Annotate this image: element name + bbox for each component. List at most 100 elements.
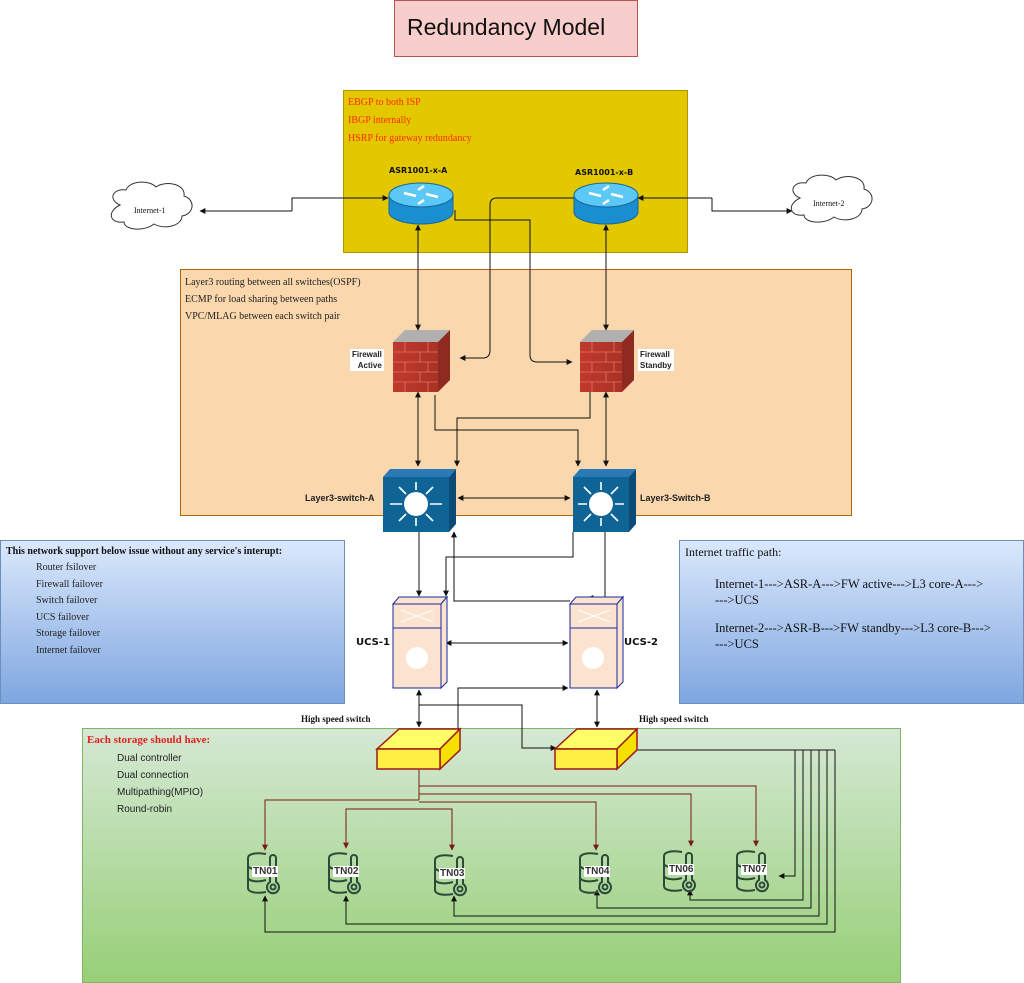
router-label-asr-a: ASR1001-x-A xyxy=(389,166,448,175)
storage-requirement: Multipathing(MPIO) xyxy=(117,787,204,798)
link-l3-b-ucs-1 xyxy=(443,532,574,597)
ucs-2[interactable] xyxy=(568,595,625,690)
thermometer-bulb xyxy=(601,883,609,891)
thermometer-bulb xyxy=(685,881,693,889)
edge-note: HSRP for gateway redundancy xyxy=(348,133,472,144)
traffic-heading: Internet traffic path: xyxy=(685,545,782,559)
link-asr-b-internet2 xyxy=(711,198,793,214)
cloud-icon xyxy=(110,181,193,230)
link-hs-1-tn01 xyxy=(262,799,419,851)
firewall-active[interactable] xyxy=(393,330,450,392)
storage-requirement: Round-robin xyxy=(117,804,173,815)
link-asr-b-fw-active xyxy=(459,197,574,361)
router-icon xyxy=(573,182,639,225)
thermometer-icon xyxy=(347,854,361,895)
hs-switch-2[interactable] xyxy=(553,727,639,771)
cloud-internet-1 xyxy=(110,181,193,230)
link-hs-2-tn06 xyxy=(687,750,804,901)
thermometer-icon xyxy=(682,852,696,893)
cloud-label-internet-2: Internet-2 xyxy=(813,199,845,208)
failover-item: Switch failover xyxy=(36,595,98,606)
link-hs-2-tn07 xyxy=(778,750,796,879)
firewall-icon xyxy=(580,330,634,392)
link-hs-1-tn07 xyxy=(419,785,759,847)
l3-switch-icon xyxy=(383,469,456,532)
link-hs-1-tn06 xyxy=(419,793,694,847)
thermometer-bulb xyxy=(758,881,766,889)
failover-note xyxy=(0,540,345,704)
failover-item: Router fsilover xyxy=(36,562,97,573)
failover-item: UCS failover xyxy=(36,611,90,623)
storage-node-label: TN07 xyxy=(741,864,768,875)
link-hs-2-tn02 xyxy=(343,750,828,925)
hs-switch-icon xyxy=(375,727,462,771)
link-ucs-1-hs-2 xyxy=(419,704,557,751)
router-icon xyxy=(388,182,454,225)
title-text: Redundancy Model xyxy=(407,14,606,40)
link-hs-2-tn03 xyxy=(451,750,820,917)
edge-zone xyxy=(343,90,688,253)
l3-switch-b[interactable] xyxy=(573,469,636,532)
diagram-title: Redundancy Model xyxy=(394,0,638,57)
core-note: VPC/MLAG between each switch pair xyxy=(185,311,340,322)
storage-node-label: TN02 xyxy=(333,866,360,877)
traffic-path-1: Internet-1--->ASR-A--->FW active--->L3 c… xyxy=(715,577,984,607)
ucs-chassis-icon xyxy=(568,595,625,690)
thermometer-icon xyxy=(266,854,280,895)
traffic-path-2: Internet-2--->ASR-B--->FW standby--->L3 … xyxy=(715,621,991,651)
router-label-asr-b: ASR1001-x-B xyxy=(575,168,634,177)
core-notes: Layer3 routing between all switches(OSPF… xyxy=(185,274,361,325)
storage-heading: Each storage should have: xyxy=(87,734,211,746)
l3-switch-label-b: Layer3-Switch-B xyxy=(640,493,711,503)
link-hs-2-tn01 xyxy=(262,750,836,933)
storage-requirement: Dual controller xyxy=(117,753,182,764)
edge-note: EBGP to both ISP xyxy=(348,97,421,108)
cloud-icon xyxy=(790,174,873,223)
thermometer-bulb xyxy=(269,883,277,891)
firewall-label-standby: Firewall Standby xyxy=(638,349,674,371)
hs-switch-icon xyxy=(553,727,639,771)
storage-node-label: TN04 xyxy=(584,866,611,877)
traffic-path-note xyxy=(679,540,1024,704)
link-hs-1-tn03 xyxy=(419,808,455,851)
failover-item: Internet failover xyxy=(36,644,101,656)
thermometer-bulb xyxy=(456,885,464,893)
firewall-label-active: Firewall Active xyxy=(350,349,384,371)
core-note: Layer3 routing between all switches(OSPF… xyxy=(185,277,361,288)
firewall-icon xyxy=(393,330,450,392)
l3-switch-label-a: Layer3-switch-A xyxy=(305,493,375,503)
link-fw-active-l3-b xyxy=(434,395,581,467)
failover-item: Firewall failover xyxy=(36,578,103,590)
thermometer-icon xyxy=(453,856,467,897)
failover-heading: This network support below issue without… xyxy=(6,546,283,557)
ucs-label-1: UCS-1 xyxy=(356,637,390,648)
thermometer-icon xyxy=(598,854,612,895)
link-ucs-2-l3-a xyxy=(451,531,570,602)
cloud-internet-2 xyxy=(790,174,873,223)
storage-node-label: TN06 xyxy=(668,864,695,875)
l3-switch-a[interactable] xyxy=(383,469,456,532)
l3-switch-icon xyxy=(573,469,636,532)
traffic-paths: Internet-1--->ASR-A--->FW active--->L3 c… xyxy=(715,576,991,652)
router-asr-a[interactable] xyxy=(388,182,454,225)
core-note: ECMP for load sharing between paths xyxy=(185,294,338,305)
hs-switch-label-2: High speed switch xyxy=(639,714,709,724)
ucs-1[interactable] xyxy=(391,595,449,690)
storage-requirement: Dual connection xyxy=(117,770,189,781)
storage-node-label: TN01 xyxy=(252,866,279,877)
edge-note: IBGP internally xyxy=(348,115,412,126)
core-zone xyxy=(180,269,852,516)
cloud-label-internet-1: Internet-1 xyxy=(134,206,166,215)
firewall-standby[interactable] xyxy=(580,330,634,392)
link-hs-1-ucs-2 xyxy=(457,685,569,745)
link-asr-a-fw-standby xyxy=(454,210,573,365)
link-hs-1-tn02 xyxy=(343,808,419,849)
hs-switch-1[interactable] xyxy=(375,727,462,771)
router-asr-b[interactable] xyxy=(573,182,639,225)
link-hs-1-tn04 xyxy=(419,801,599,851)
failover-list: Router fsilover Firewall failover Switch… xyxy=(36,560,103,659)
ucs-chassis-icon xyxy=(391,595,449,690)
ucs-label-2: UCS-2 xyxy=(624,637,658,648)
storage-requirements: Dual controller Dual connection Multipat… xyxy=(117,750,203,818)
